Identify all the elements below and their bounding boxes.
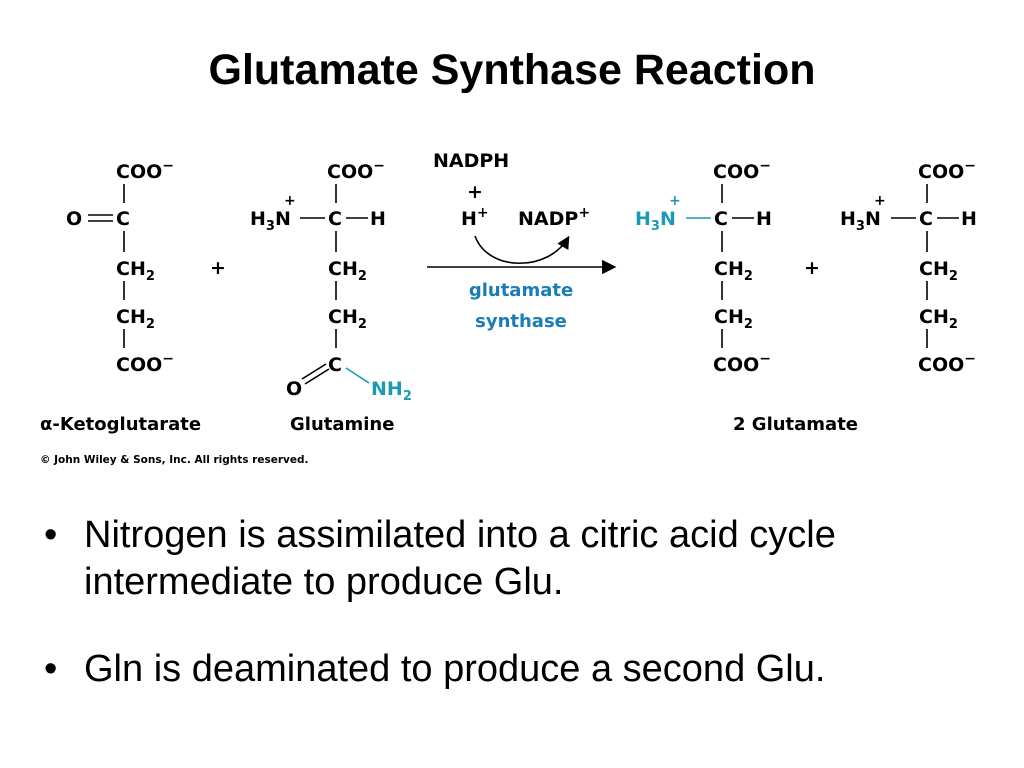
glutamate-synthase-reaction-diagram: COO− O C CH2 CH2 COO− α-Ketoglutarate + … — [40, 150, 977, 466]
gln-amide-double-bond-b — [304, 368, 330, 385]
glu2-alpha-carbon: C — [919, 208, 933, 230]
bullet-item-1: • Nitrogen is assimilated into a citric … — [44, 512, 1004, 606]
gln-amide-c-n-bond — [345, 367, 370, 384]
enzyme-label-line-2: synthase — [475, 311, 567, 332]
akg-coo-top: COO− — [116, 158, 174, 183]
glu2-alpha-hydrogen: H — [961, 208, 977, 230]
nadp-label: NADP+ — [518, 205, 590, 230]
glu2-coo-top: COO− — [918, 158, 976, 183]
gln-alpha-carbon: C — [328, 208, 342, 230]
glutamine-structure: COO− + H3N C H CH2 CH2 C O NH2 Glutamine — [250, 158, 412, 435]
gln-amine-charge: + — [284, 193, 296, 209]
glutamate-1-structure: COO− + H3N C H CH2 CH2 COO− — [635, 158, 772, 376]
glu2-amine-group: H3N — [840, 208, 881, 234]
nadph-label: NADPH — [433, 150, 509, 172]
glu2-amine-charge: + — [874, 193, 886, 209]
akg-coo-bottom: COO− — [116, 351, 174, 376]
gln-amide-nitrogen: NH2 — [371, 378, 412, 404]
gln-alpha-hydrogen: H — [370, 208, 386, 230]
glu1-amine-charge: + — [669, 193, 681, 209]
glu1-coo-bottom: COO− — [713, 351, 771, 376]
bullet-list: • Nitrogen is assimilated into a citric … — [44, 512, 1004, 693]
bullet-marker: • — [44, 648, 58, 690]
akg-name-label: α-Ketoglutarate — [40, 414, 201, 435]
enzyme-label-line-1: glutamate — [469, 280, 573, 301]
gln-amide-oxygen: O — [286, 378, 302, 400]
slide-title: Glutamate Synthase Reaction — [208, 46, 816, 94]
gln-ch2-2: CH2 — [328, 306, 367, 332]
akg-ch2-1: CH2 — [116, 258, 155, 284]
bullet-item-2: • Gln is deaminated to produce a second … — [44, 646, 1004, 693]
gln-amine-group: H3N — [250, 208, 291, 234]
plus-sign-1: + — [210, 257, 226, 279]
plus-sign-2: + — [804, 257, 820, 279]
glu2-ch2-1: CH2 — [919, 258, 958, 284]
glu1-alpha-hydrogen: H — [756, 208, 772, 230]
gln-coo-top: COO− — [327, 158, 385, 183]
akg-alpha-carbon: C — [116, 208, 130, 230]
glu1-ch2-1: CH2 — [714, 258, 753, 284]
gln-amide-carbon: C — [328, 354, 342, 376]
glu2-ch2-2: CH2 — [919, 306, 958, 332]
glu1-coo-top: COO− — [713, 158, 771, 183]
akg-ch2-2: CH2 — [116, 306, 155, 332]
glu1-ch2-2: CH2 — [714, 306, 753, 332]
bullet-text: Nitrogen is assimilated into a citric ac… — [84, 514, 836, 603]
copyright-notice: © John Wiley & Sons, Inc. All rights res… — [40, 454, 308, 466]
gln-name-label: Glutamine — [290, 414, 394, 435]
gln-amide-double-bond-a — [301, 363, 327, 380]
cofactor-curved-arrow — [474, 235, 570, 265]
glutamate-product-label: 2 Glutamate — [733, 414, 858, 435]
glutamate-2-structure: COO− + H3N C H CH2 CH2 COO− — [840, 158, 977, 376]
bullet-marker: • — [44, 514, 58, 556]
proton-label: H+ — [461, 205, 489, 230]
glu1-alpha-carbon: C — [714, 208, 728, 230]
alpha-ketoglutarate-structure: COO− O C CH2 CH2 COO− α-Ketoglutarate — [40, 158, 201, 435]
reaction-arrow-group: NADPH + H+ NADP+ glutamate synthase — [427, 150, 617, 332]
akg-carbonyl-oxygen: O — [66, 208, 82, 230]
cofactor-plus: + — [467, 181, 483, 203]
glu1-amine-group: H3N — [635, 208, 676, 234]
gln-ch2-1: CH2 — [328, 258, 367, 284]
glu2-coo-bottom: COO− — [918, 351, 976, 376]
bullet-text: Gln is deaminated to produce a second Gl… — [84, 648, 826, 690]
